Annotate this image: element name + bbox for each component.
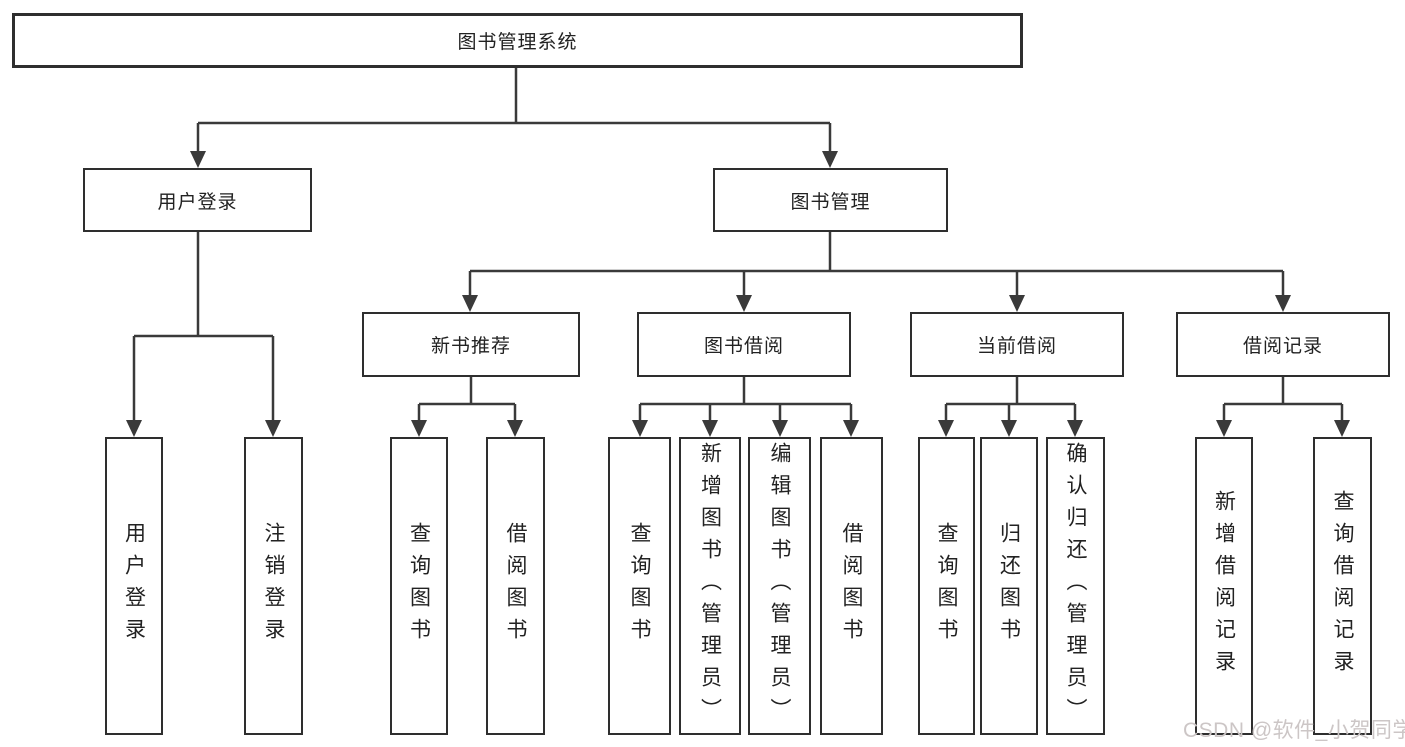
leaf-add-books-admin: 新增图书（管理员） [679,437,741,735]
leaf-add-borrow-record: 新增借阅记录 [1195,437,1253,735]
leaf-borrow-books-recommend-label: 借阅图书 [504,522,527,650]
node-book-borrowing-label: 图书借阅 [703,336,784,357]
leaf-edit-books-admin: 编辑图书（管理员） [748,437,811,735]
csdn-watermark: CSDN @软件_小贺同学 [1183,719,1405,742]
leaf-borrow-books-recommend: 借阅图书 [486,437,545,735]
node-user-login: 用户登录 [83,168,312,232]
tree-edges [132,68,1344,423]
node-current-borrowing-label: 当前借阅 [976,336,1057,357]
leaf-edit-books-admin-label: 编辑图书（管理员） [768,442,791,730]
leaf-query-borrow-record: 查询借阅记录 [1313,437,1372,735]
leaf-query-borrow-record-label: 查询借阅记录 [1331,490,1354,682]
node-book-management-label: 图书管理 [790,191,871,213]
node-book-borrowing: 图书借阅 [637,312,851,377]
node-new-book-recommend: 新书推荐 [362,312,580,377]
node-borrowing-records-label: 借阅记录 [1242,336,1323,357]
leaf-confirm-return-admin-label: 确认归还（管理员） [1064,442,1087,730]
leaf-borrow-books: 借阅图书 [820,437,883,735]
node-borrowing-records: 借阅记录 [1176,312,1390,377]
leaf-logout: 注销登录 [244,437,303,735]
leaf-query-books-borrowing-label: 查询图书 [628,522,651,650]
node-root-label: 图书管理系统 [457,32,578,53]
node-root: 图书管理系统 [12,13,1023,68]
node-current-borrowing: 当前借阅 [910,312,1124,377]
leaf-user-login-label: 用户登录 [122,522,146,650]
leaf-add-borrow-record-label: 新增借阅记录 [1212,490,1236,682]
leaf-query-books-recommend-label: 查询图书 [407,522,431,650]
leaf-return-books-label: 归还图书 [997,522,1021,650]
leaf-return-books: 归还图书 [980,437,1038,735]
node-user-login-label: 用户登录 [157,191,238,213]
node-book-management: 图书管理 [713,168,948,232]
leaf-query-books-recommend: 查询图书 [390,437,448,735]
leaf-user-login: 用户登录 [105,437,163,735]
leaf-query-books-borrowing: 查询图书 [608,437,671,735]
leaf-add-books-admin-label: 新增图书（管理员） [698,442,722,730]
leaf-confirm-return-admin: 确认归还（管理员） [1046,437,1105,735]
leaf-query-books-current: 查询图书 [918,437,975,735]
leaf-query-books-current-label: 查询图书 [935,522,958,650]
leaf-logout-label: 注销登录 [262,522,285,650]
leaf-borrow-books-label: 借阅图书 [840,522,863,650]
node-new-book-recommend-label: 新书推荐 [430,336,511,357]
